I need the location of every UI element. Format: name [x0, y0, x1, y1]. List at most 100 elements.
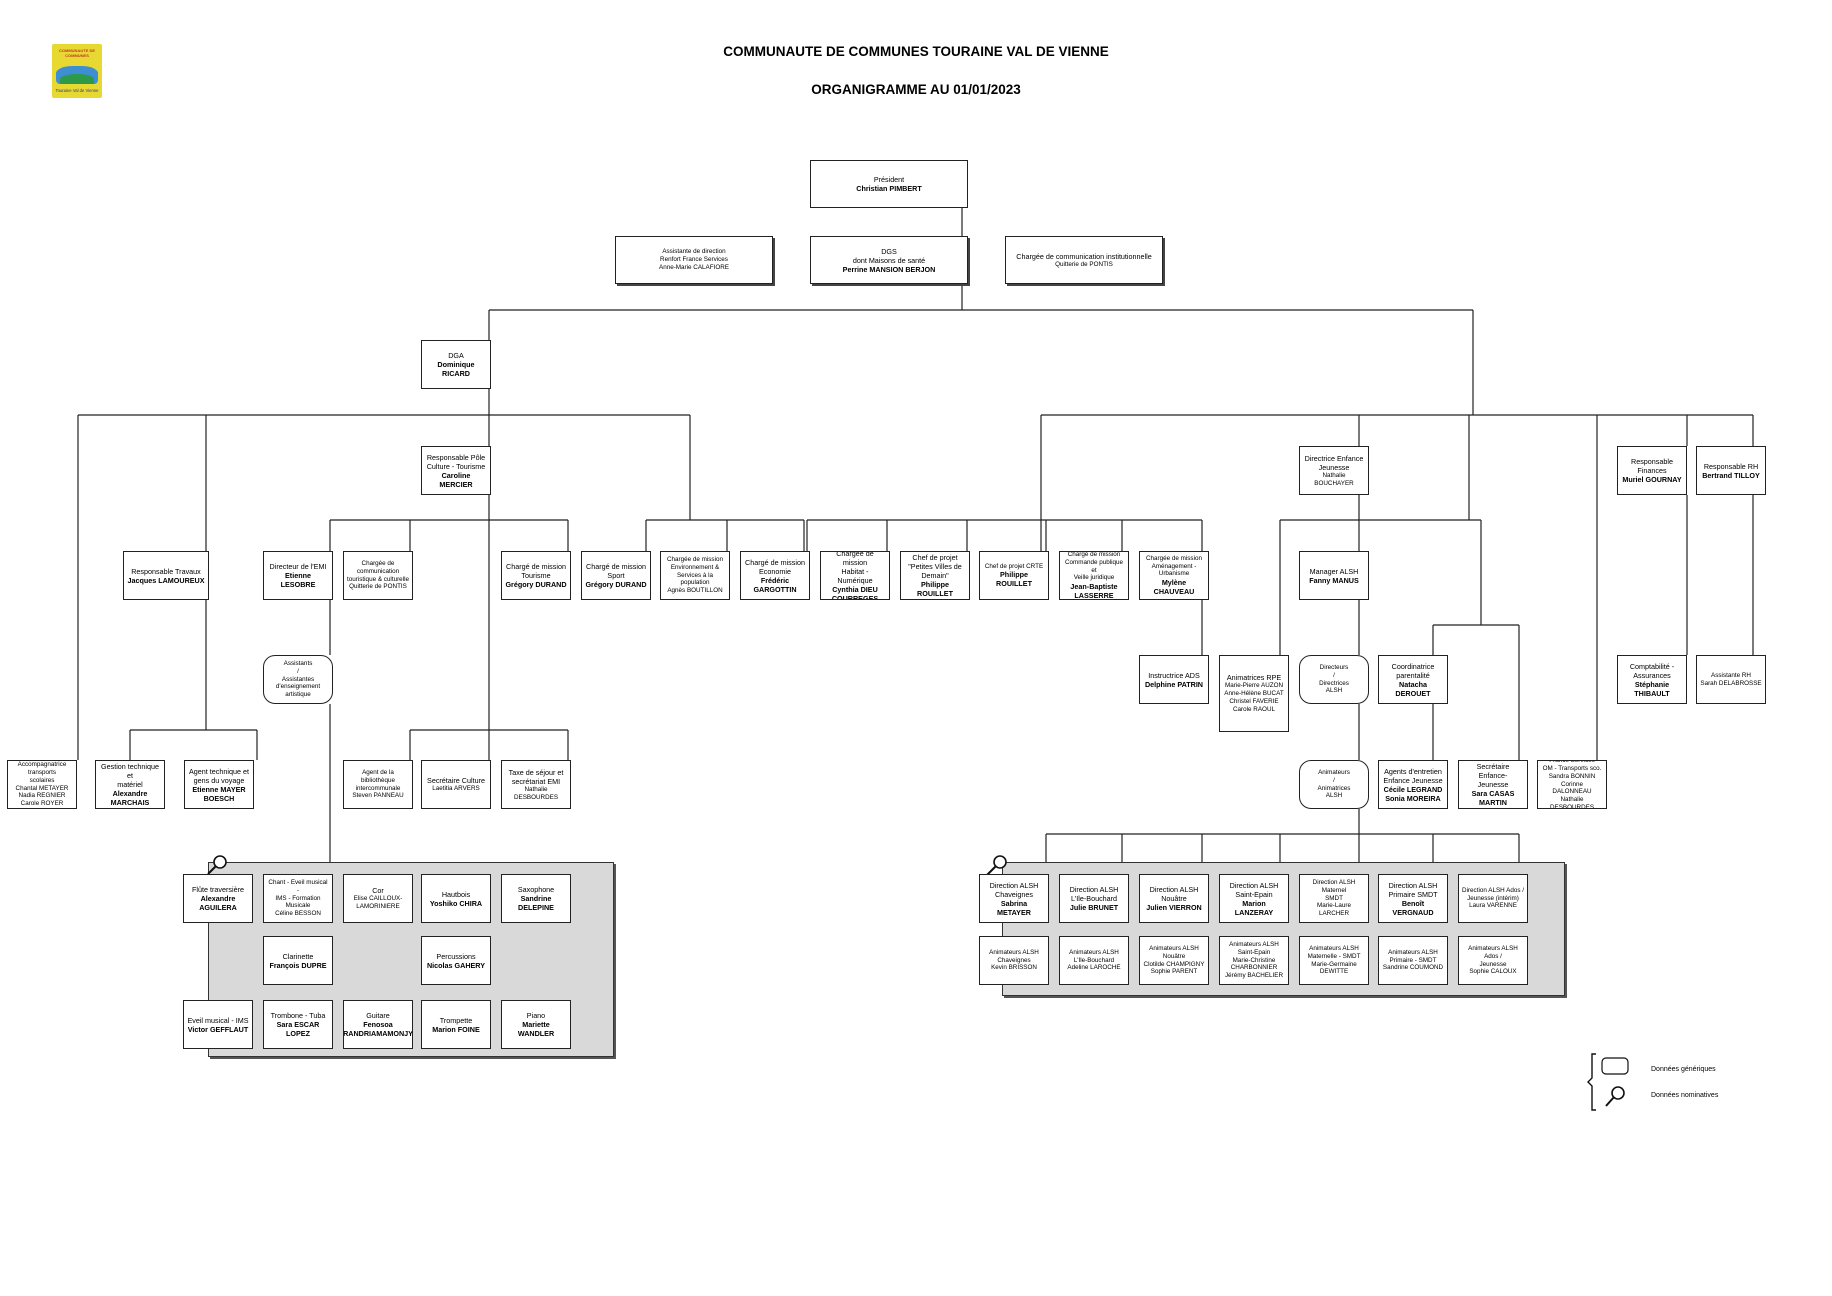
- org-box-line: Chargée de mission: [836, 551, 874, 567]
- org-box-line: Chargé de mission: [745, 557, 805, 567]
- org-box-line: Philippe ROUILLET: [996, 570, 1032, 589]
- org-box-line: Responsable Finances: [1631, 457, 1673, 475]
- org-box-line: Responsable Travaux: [131, 566, 201, 576]
- org-box-line: Jeunesse: [1477, 780, 1509, 789]
- org-box-line: Natacha DEROUET: [1395, 679, 1431, 698]
- org-box-line: Primaire SMDT: [1388, 889, 1438, 899]
- org-box-line: communication: [356, 567, 400, 575]
- org-box-line: Assurances: [1633, 670, 1671, 680]
- org-box-line: Eveil musical - IMS: [187, 1015, 249, 1025]
- org-box-line: Cor: [372, 886, 384, 896]
- org-box-line: Delphine PATRIN: [1144, 679, 1204, 689]
- org-box-line: Christian PIMBERT: [856, 184, 922, 193]
- legend-nominative-label: Données nominatives: [1651, 1092, 1719, 1099]
- org-box-line: Direction ALSH: [1149, 885, 1199, 894]
- org-box-line: France Services: [1549, 760, 1595, 764]
- org-box-line: Sara CASAS MARTIN: [1471, 789, 1515, 807]
- page-subtitle: ORGANIGRAMME AU 01/01/2023: [811, 82, 1021, 97]
- org-box-line: Céline BESSON: [275, 910, 321, 918]
- org-box-line: Secrétaire Culture: [427, 776, 485, 786]
- org-box-line: Directrice Enfance: [1304, 453, 1364, 463]
- org-box-line: Philippe ROUILLET: [917, 580, 953, 598]
- org-box-line: RANDRIAMAMONJY: [343, 1029, 413, 1038]
- org-box-line: Saint-Epain: [1235, 889, 1273, 899]
- org-box-line: Alexandre: [112, 789, 148, 798]
- org-box-line: Nouâtre: [1161, 894, 1187, 903]
- logo-caption: COMMUNAUTE DE COMMUNES: [59, 48, 95, 58]
- org-box-line: Sarah DELABROSSE: [1700, 679, 1762, 687]
- org-box-line: Gestion technique et: [101, 762, 159, 780]
- org-box-line: Culture - Tourisme: [426, 461, 486, 471]
- org-box-line: Agent de la bibliothèque: [361, 768, 395, 784]
- page-title: COMMUNAUTE DE COMMUNES TOURAINE VAL DE V…: [723, 44, 1109, 59]
- org-box-line: Sandrine DELEPINE: [518, 894, 554, 912]
- org-box-line: Alexandre AGUILERA: [199, 894, 237, 912]
- org-box-line: matériel: [117, 780, 143, 789]
- org-box-line: Dominique RICARD: [437, 360, 475, 378]
- org-box-line: Enfance Jeunesse: [1383, 775, 1443, 785]
- org-box-line: Musicale: [285, 902, 311, 910]
- org-box-line: Benoît VERGNAUD: [1392, 898, 1434, 917]
- org-box-line: Steven PANNEAU: [352, 792, 404, 800]
- org-box-line: Quitterie de PONTIS: [349, 583, 407, 591]
- org-box-line: Assistantes: [281, 675, 315, 683]
- org-box-line: Chef de projet CRTE: [984, 562, 1044, 570]
- org-box-line: Chef de projet: [912, 553, 958, 562]
- org-box-line: Responsable RH: [1703, 461, 1759, 471]
- org-box-line: Jeunesse: [1479, 960, 1507, 968]
- logo-hill-shape: [60, 74, 94, 84]
- org-box-line: Services à la population: [676, 571, 714, 587]
- org-box-line: Victor GEFFLAUT: [187, 1024, 249, 1034]
- org-box-line: Clotilde CHAMPIGNY: [1143, 960, 1205, 968]
- org-box-line: LAMORINIERE: [356, 903, 400, 910]
- org-box-line: Aménagement -: [1151, 562, 1197, 570]
- org-box-line: Primaire - SMDT: [1389, 956, 1437, 964]
- org-box-line: Nadia REGNIER: [18, 792, 66, 800]
- org-box-line: Trompette: [439, 1015, 473, 1025]
- org-box-line: Nouâtre: [1162, 952, 1186, 960]
- org-box-line: artistique: [285, 691, 311, 699]
- org-box-line: OM - Transports sco.: [1542, 764, 1602, 772]
- org-box-line: Chargée de mission: [1145, 554, 1202, 562]
- org-box-line: Chantal METAYER: [15, 784, 69, 792]
- logo: COMMUNAUTE DE COMMUNES Touraine Val de V…: [52, 44, 102, 98]
- org-box-line: Animateurs: [1318, 768, 1350, 776]
- org-box-line: Direction ALSH: [1069, 885, 1119, 894]
- org-box-line: SMDT: [1325, 894, 1343, 902]
- org-box-line: Agent technique et: [189, 766, 249, 776]
- org-box-line: L'Ile-Bouchard: [1070, 894, 1118, 903]
- org-box-line: Sandrine COUMOND: [1382, 964, 1444, 972]
- org-box-line: Urbanisme: [1158, 570, 1190, 578]
- org-box-line: Nicolas GAHERY: [426, 960, 486, 970]
- org-box-line: Percussions: [436, 951, 476, 961]
- org-box-line: Environnement &: [670, 563, 720, 571]
- org-box-line: Frédéric GARGOTTIN: [753, 575, 797, 594]
- org-box-line: Tourisme: [521, 571, 551, 580]
- org-box-line: Kevin BRISSON: [991, 964, 1037, 972]
- org-box-line: Directeurs: [1319, 663, 1349, 671]
